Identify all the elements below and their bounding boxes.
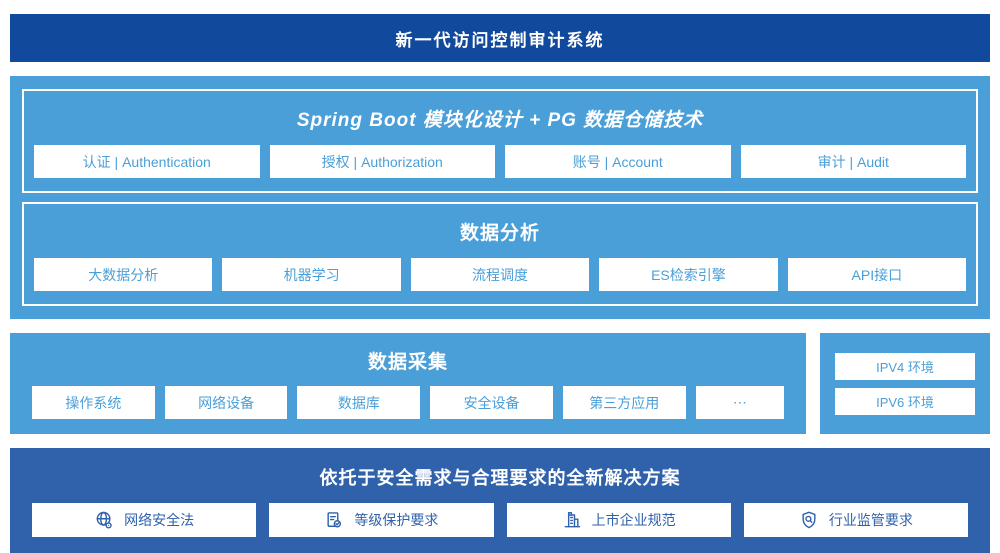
springboot-panel: Spring Boot 模块化设计 + PG 数据仓储技术 认证 | Authe… — [22, 89, 978, 193]
system-title-banner: 新一代访问控制审计系统 — [10, 14, 990, 62]
solution-title: 依托于安全需求与合理要求的全新解决方案 — [319, 468, 681, 488]
system-title: 新一代访问控制审计系统 — [395, 30, 605, 50]
shield-search-icon — [799, 510, 819, 530]
collect-database: 数据库 — [297, 386, 421, 419]
platform-section: Spring Boot 模块化设计 + PG 数据仓储技术 认证 | Authe… — [10, 76, 990, 319]
module-authorization: 授权 | Authorization — [269, 145, 495, 178]
globe-icon — [94, 510, 114, 530]
analysis-es-search: ES检索引擎 — [599, 258, 778, 291]
module-authentication: 认证 | Authentication — [34, 145, 260, 178]
solution-listed-company: 上市企业规范 — [506, 503, 731, 537]
solution-level-protection: 等级保护要求 — [269, 503, 494, 537]
data-collection-row: 操作系统 网络设备 数据库 安全设备 第三方应用 ⋯ — [32, 386, 785, 419]
solution-listed-company-label: 上市企业规范 — [591, 512, 676, 528]
solution-industry-regulation-label: 行业监管要求 — [828, 512, 913, 528]
analysis-machine-learning: 机器学习 — [222, 258, 401, 291]
collect-security-device: 安全设备 — [430, 386, 553, 419]
solution-network-law: 网络安全法 — [32, 503, 257, 537]
diagram-page: 新一代访问控制审计系统 Spring Boot 模块化设计 + PG 数据仓储技… — [10, 14, 990, 553]
module-audit: 审计 | Audit — [740, 145, 966, 178]
ipv4-box: IPV4 环境 — [835, 352, 975, 380]
analysis-workflow: 流程调度 — [410, 258, 590, 291]
solution-level-protection-label: 等级保护要求 — [354, 512, 439, 528]
document-check-icon — [324, 510, 344, 530]
analysis-bigdata: 大数据分析 — [34, 258, 213, 291]
data-analysis-panel: 数据分析 大数据分析 机器学习 流程调度 ES检索引擎 API接口 — [22, 202, 978, 306]
springboot-module-row: 认证 | Authentication 授权 | Authorization 账… — [34, 145, 966, 178]
middle-row: 数据采集 操作系统 网络设备 数据库 安全设备 第三方应用 ⋯ IPV4 环境 … — [10, 333, 990, 434]
collect-network-device: 网络设备 — [164, 386, 288, 419]
solution-row: 网络安全法 等级保护要求 — [32, 503, 968, 537]
springboot-panel-title: Spring Boot 模块化设计 + PG 数据仓储技术 — [296, 110, 704, 131]
data-collection-title: 数据采集 — [367, 352, 448, 373]
data-analysis-row: 大数据分析 机器学习 流程调度 ES检索引擎 API接口 — [34, 258, 967, 291]
solution-network-law-label: 网络安全法 — [124, 512, 195, 528]
building-icon — [562, 510, 582, 530]
data-analysis-title: 数据分析 — [459, 223, 540, 244]
collect-third-party: 第三方应用 — [562, 386, 686, 419]
solution-section: 依托于安全需求与合理要求的全新解决方案 网络安全法 — [10, 448, 990, 553]
analysis-api: API接口 — [787, 258, 967, 291]
solution-industry-regulation: 行业监管要求 — [743, 503, 968, 537]
collect-os: 操作系统 — [32, 386, 155, 419]
data-collection-section: 数据采集 操作系统 网络设备 数据库 安全设备 第三方应用 ⋯ — [10, 333, 806, 434]
module-account: 账号 | Account — [505, 145, 731, 178]
collect-more-ellipsis: ⋯ — [695, 386, 785, 419]
ipv6-box: IPV6 环境 — [835, 387, 975, 415]
ipv-section: IPV4 环境 IPV6 环境 — [820, 333, 990, 434]
